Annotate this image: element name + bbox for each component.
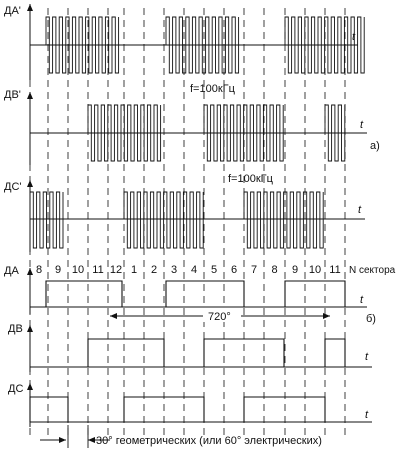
sector-number: 2 (151, 264, 157, 276)
sector-number: 10 (309, 264, 321, 276)
sector-number: 9 (55, 264, 61, 276)
logic-pulse (284, 280, 346, 307)
logic-pulse (29, 396, 69, 422)
signal-label-dc: ДС (8, 383, 23, 395)
pwm-burst (324, 104, 346, 162)
pwm-burst (45, 16, 120, 74)
signal-label-db: ДВ (8, 323, 23, 335)
axis-label-t-1: t (352, 31, 356, 43)
axis-label-t-6: t (365, 409, 369, 421)
sector-number: 8 (36, 264, 42, 276)
sector-number: 5 (211, 264, 217, 276)
sector-number: 1 (131, 264, 137, 276)
pwm-burst (123, 191, 204, 249)
axis-label-t-5: t (365, 351, 369, 363)
sector-number: 4 (191, 264, 197, 276)
sector-number: 10 (72, 264, 84, 276)
sector-number: 11 (329, 264, 340, 276)
sector-number: 12 (110, 264, 122, 276)
pwm-burst (284, 16, 365, 74)
axis-label-t-2: t (360, 119, 364, 131)
waveforms (29, 16, 365, 422)
axis-label-t-4: t (360, 294, 364, 306)
frequency-label-2: f=100кГц (228, 173, 274, 185)
pwm-burst (243, 191, 324, 249)
pwm-burst (29, 191, 64, 249)
span-720-label: 720° (208, 311, 231, 323)
signal-label-da-prime: ДА' (4, 5, 21, 17)
pwm-burst (87, 104, 162, 162)
sector-number: 11 (92, 264, 103, 276)
frequency-label-1: f=100кГц (190, 83, 236, 95)
signal-label-db-prime: ДВ' (4, 89, 21, 101)
sector-row-label: ДА (4, 265, 19, 277)
sector-number: 7 (251, 264, 257, 276)
span-720-label-bg (203, 308, 241, 322)
pwm-burst (165, 16, 240, 74)
part-b-label: б) (366, 313, 376, 325)
logic-pulse (165, 280, 245, 307)
logic-pulse (45, 280, 123, 307)
sector-number: 6 (231, 264, 237, 276)
logic-pulse (87, 338, 165, 367)
logic-pulse (324, 338, 346, 367)
logic-pulse (243, 396, 326, 422)
sector-number: 9 (292, 264, 298, 276)
signal-label-dc-prime: ДС' (4, 181, 22, 193)
sector-number: 3 (171, 264, 177, 276)
axis-label-t-3: t (358, 204, 362, 216)
bottom-dimension-label: 30° геометрических (или 60° электрически… (96, 435, 322, 447)
logic-pulse (123, 396, 205, 422)
sector-number: 8 (271, 264, 277, 276)
sector-row-suffix: N сектора (349, 265, 396, 276)
pwm-burst (203, 104, 284, 162)
axes (27, 4, 372, 427)
logic-pulse (203, 338, 285, 367)
part-a-label: а) (370, 140, 380, 152)
